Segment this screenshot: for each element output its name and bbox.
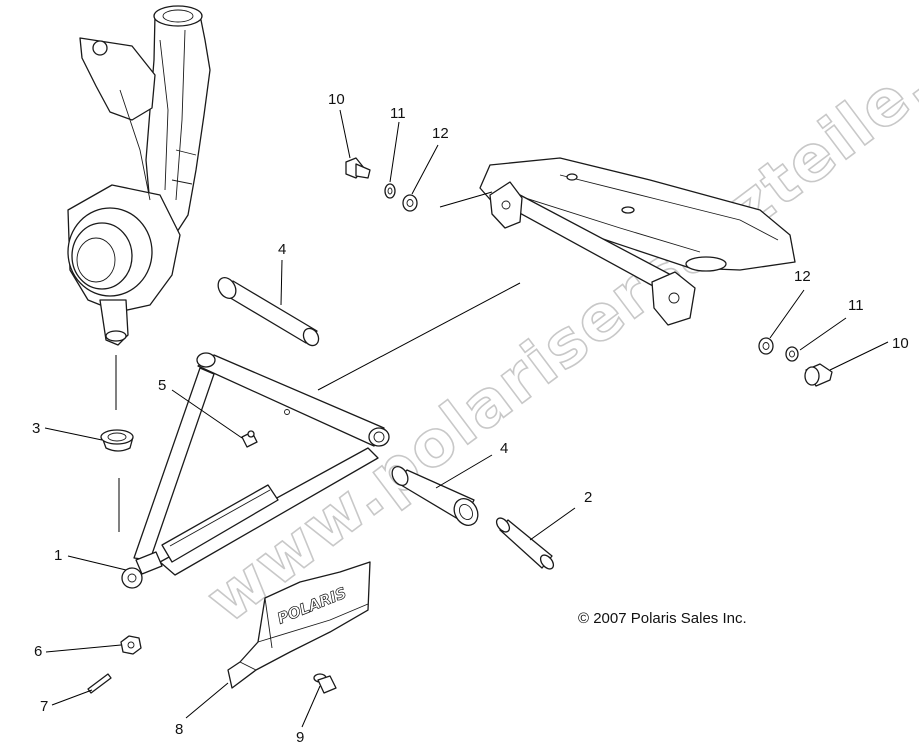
watermark-text: www.polarisersatzteile.de (193, 0, 919, 637)
flat-washer-right (758, 337, 774, 355)
callout-4: 4 (278, 241, 286, 258)
bolt-upper (345, 157, 371, 179)
cotter-pin (87, 673, 112, 694)
nut (120, 635, 142, 655)
pivot-tube-upper (217, 277, 320, 347)
callout-8: 8 (175, 721, 183, 738)
lock-washer-right (785, 346, 799, 362)
a-arm (121, 352, 390, 589)
callout-2: 2 (584, 489, 592, 506)
callout-3: 3 (32, 420, 40, 437)
callout-6: 6 (34, 643, 42, 660)
callout-10: 10 (328, 91, 345, 108)
a-arm-guard: POLARIS (227, 561, 371, 689)
grease-fitting (241, 430, 258, 448)
callout-9: 9 (296, 729, 304, 745)
callout-7: 7 (40, 698, 48, 715)
screw (313, 673, 337, 694)
assembly-lines (115, 191, 521, 532)
bushing (495, 517, 555, 570)
callout-10: 10 (892, 335, 909, 352)
frame-section (479, 157, 796, 326)
pivot-tube-lower (391, 466, 479, 526)
leader-lines (44, 109, 889, 728)
copyright-notice: © 2007 Polaris Sales Inc. (578, 610, 747, 627)
callout-11: 11 (390, 105, 406, 122)
dust-cap (100, 429, 134, 452)
callout-12: 12 (794, 268, 811, 285)
steering-knuckle (67, 5, 211, 346)
lock-washer-upper (384, 183, 396, 199)
flat-washer-upper (402, 194, 418, 212)
callout-12: 12 (432, 125, 449, 142)
callout-1: 1 (54, 547, 62, 564)
callout-11: 11 (848, 297, 864, 314)
bolt-right (804, 363, 833, 387)
callout-4: 4 (500, 440, 508, 457)
callout-5: 5 (158, 377, 166, 394)
